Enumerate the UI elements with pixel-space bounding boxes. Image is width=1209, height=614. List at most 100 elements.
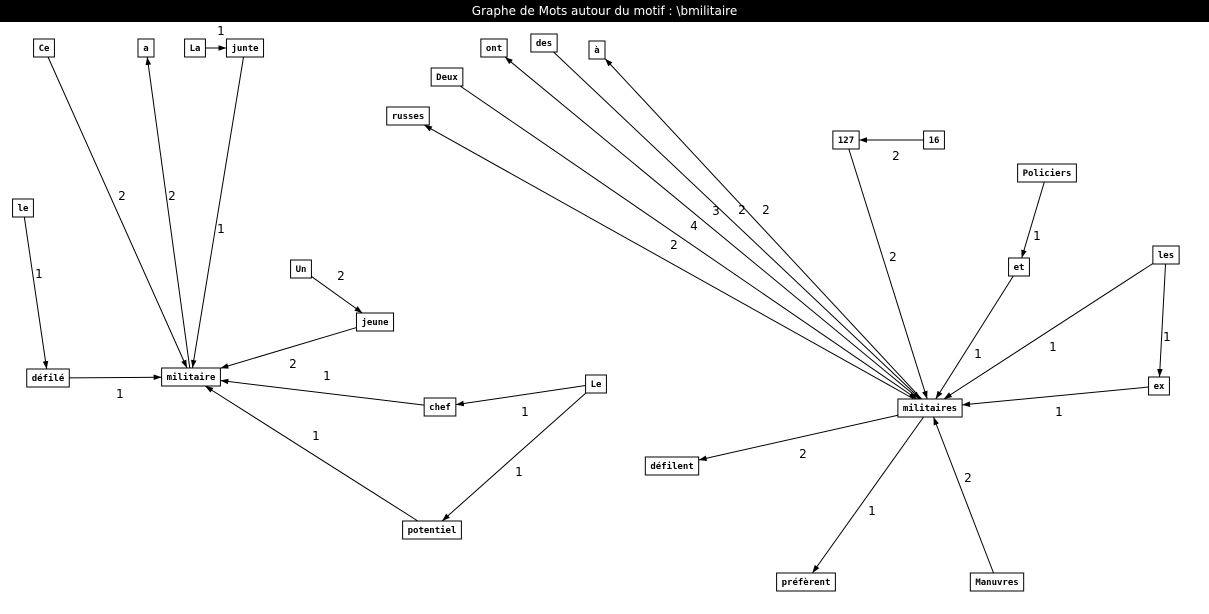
node-n127: 127 [832,130,860,150]
node-label: Un [296,265,307,275]
edge-le-to-defile [23,216,49,370]
node-label: russes [392,112,425,122]
node-label: militaires [903,403,957,414]
edge-weight-label: 2 [289,357,297,371]
node-chef: chef [423,397,457,417]
edge-des-to-militaires [553,51,921,400]
edge-militaires-to-defilent [698,414,899,461]
window-title: Graphe de Mots autour du motif : \bmilit… [0,0,1209,22]
node-box [588,40,606,60]
edge-ce-to-militaire [47,56,188,369]
edge-weight-label: 2 [118,189,126,203]
edge-weight-label: 2 [670,238,678,252]
edge-weight-label: 2 [799,447,807,461]
edge-weight-label: 1 [521,405,529,419]
node-box [290,259,312,279]
edge-weight-label: 2 [738,203,746,217]
node-box [430,67,464,87]
node-box [1148,376,1170,396]
node-preferent: préfèrent [776,572,836,592]
node-box [1152,245,1180,265]
edge-chef-to-militaire [220,378,425,406]
edge-weight-label: 1 [1049,340,1057,354]
edge-deux-to-militaires [459,85,918,400]
node-label: à [594,46,599,56]
node-box [480,38,508,58]
node-des: des [530,33,558,53]
node-la: La [184,38,206,58]
node-box [1017,163,1077,183]
node-label: ex [1154,382,1165,392]
node-box [897,398,963,418]
node-label: potentiel [408,525,457,536]
edge-weight-label: 2 [964,471,972,485]
node-les: les [1152,245,1180,265]
node-box [161,367,221,387]
node-box [26,368,70,388]
node-box [1008,257,1030,277]
edge-militaires-to-russes [423,124,915,400]
node-label: ont [486,44,502,54]
node-label: défilé [32,373,65,384]
node-box [423,397,457,417]
node-box [585,374,607,394]
edge-weight-label: 1 [217,222,225,236]
edge-potentiel-to-militaire [204,385,419,522]
node-russes: russes [386,106,430,126]
edge-weight-label: 1 [312,429,320,443]
edge-jeune-to-militaire [220,327,357,369]
edge-militaire-to-a [145,56,191,369]
node-box [923,130,945,150]
node-label: le [18,204,29,214]
node-label: les [1158,251,1174,261]
edge-weight-label: 3 [712,204,720,218]
edge-et-to-militaires [935,275,1014,400]
node-Le: Le [585,374,607,394]
edge-weight-label: 1 [323,369,331,383]
edge-weight-label: 2 [337,269,345,283]
node-label: et [1014,263,1025,273]
node-defile: défilé [26,368,70,388]
node-label: Manuvres [975,578,1018,588]
node-box [969,572,1025,592]
node-label: Ce [39,44,50,54]
node-label: a [143,44,148,54]
edge-n127-to-militaires [848,148,928,400]
node-label: 127 [838,136,854,146]
node-ont: ont [480,38,508,58]
edge-weight-label: 2 [762,203,770,217]
node-box [386,106,430,126]
node-junte: junte [225,38,265,58]
node-label: des [536,39,552,49]
node-label: 16 [929,136,940,146]
edge-weight-label: 1 [974,347,982,361]
node-label: junte [231,43,259,54]
edge-junte-to-militaire [191,56,245,369]
node-n16: 16 [923,130,945,150]
node-label: défilent [650,461,693,472]
node-box [137,38,155,58]
node-deux: Deux [430,67,464,87]
edge-weight-label: 1 [217,24,225,38]
node-label: Le [591,380,602,390]
edge-weight-label: 4 [690,219,698,233]
node-jeune: jeune [355,312,395,332]
edge-weight-label: 1 [1033,229,1041,243]
node-box [644,456,700,476]
edge-policiers-to-et [1021,181,1045,259]
edge-weight-label: 1 [868,504,876,518]
edge-weight-label: 1 [35,267,43,281]
node-policiers: Policiers [1017,163,1077,183]
edge-weight-label: 2 [168,189,176,203]
node-label: Deux [436,73,458,83]
node-ex: ex [1148,376,1170,396]
node-militaire: militaire [161,367,221,387]
node-label: préfèrent [782,577,831,588]
node-label: La [190,44,201,54]
edge-militaires-to-agrave [604,58,922,400]
node-agrave: à [588,40,606,60]
node-le: le [12,198,34,218]
node-manuvres: Manuvres [969,572,1025,592]
node-box [12,198,34,218]
node-label: chef [429,403,451,413]
